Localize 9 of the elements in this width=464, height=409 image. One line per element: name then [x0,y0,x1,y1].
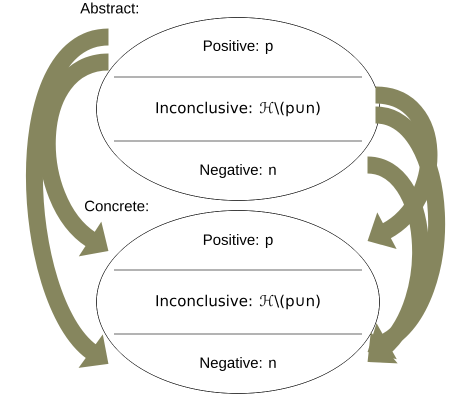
ellipse-band: Inconclusive: ℋ\(p∪n) [96,270,380,334]
ellipse-band: Negative: n [105,334,371,394]
ellipse-band: Negative: n [105,140,371,201]
ellipse-band: Inconclusive: ℋ\(p∪n) [96,76,380,142]
ellipse-band: Positive: p [105,17,371,78]
curved-arrow [366,156,429,364]
node-label: Concrete: [84,200,148,212]
ellipse-band: Positive: p [105,210,371,270]
node-label: Abstract: [80,2,138,14]
